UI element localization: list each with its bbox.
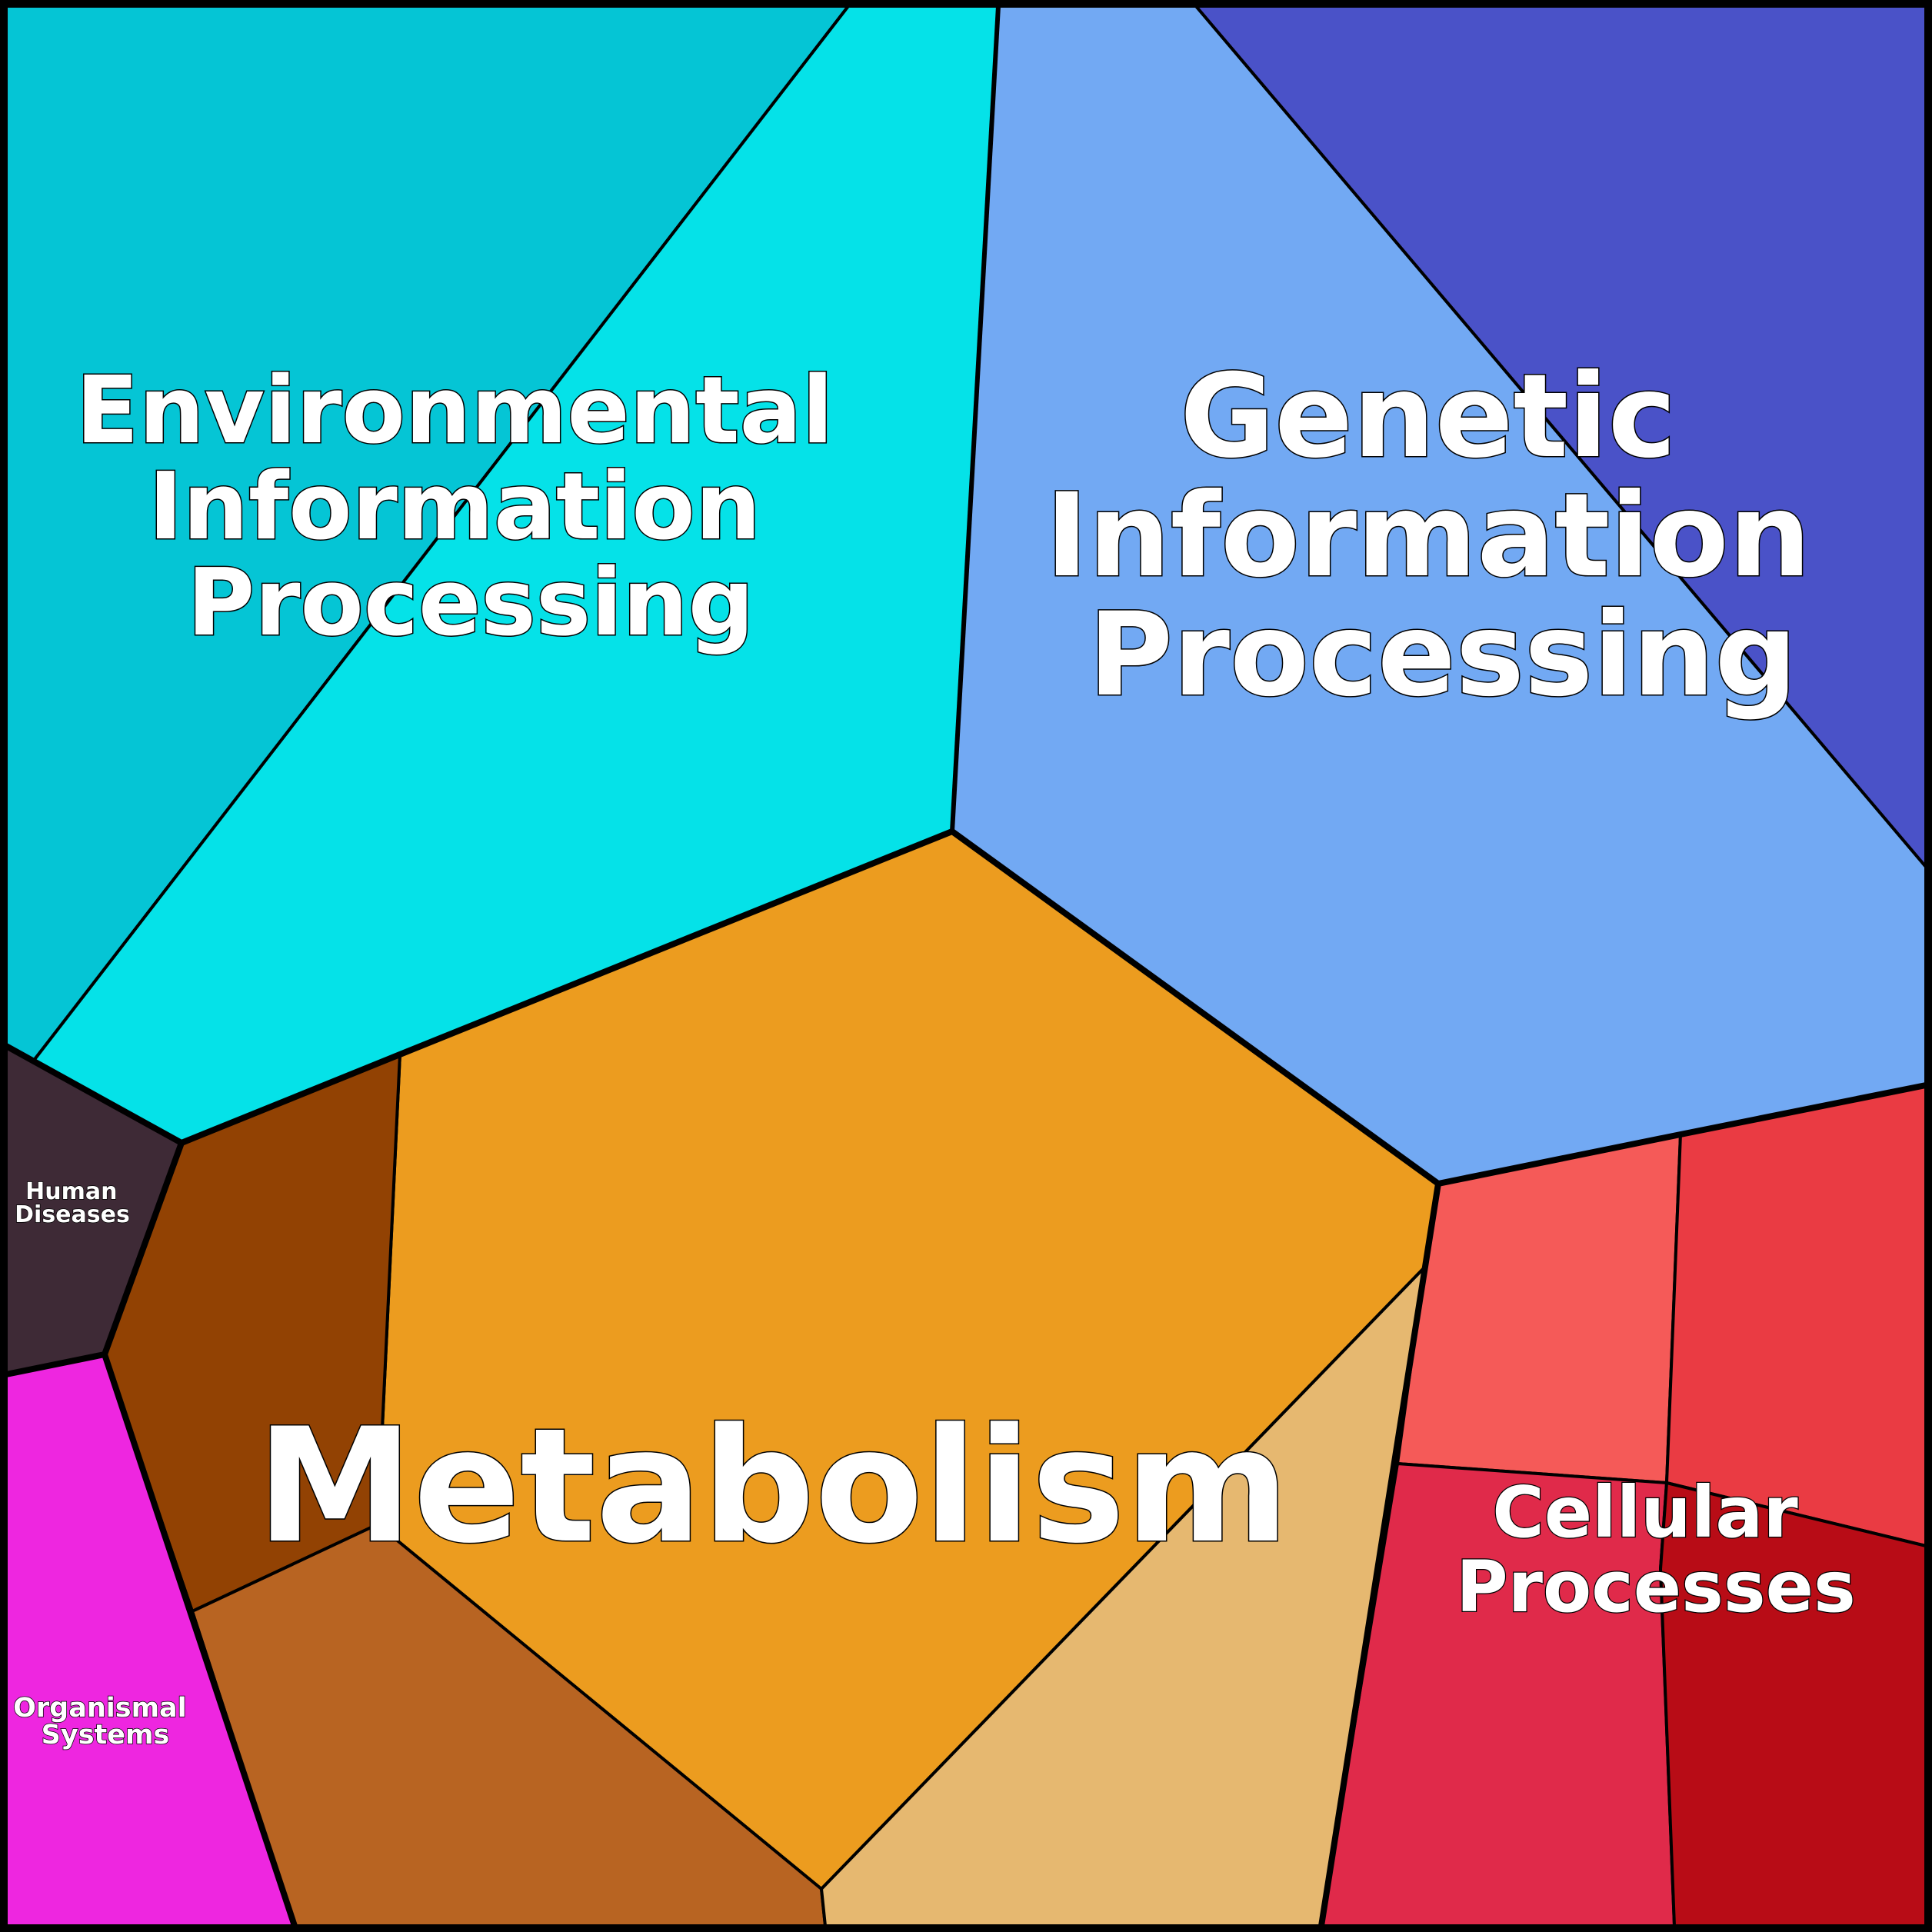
boundary-organismal (102, 1353, 298, 1927)
boundary-genetic-cellular (1437, 1082, 1927, 1187)
label-metabolism: Metabolism (256, 1395, 1289, 1578)
region-metabolism (102, 829, 1441, 1927)
label-human-diseases: Human Diseases (15, 1178, 130, 1228)
label-environmental-line-3: Processing (187, 550, 754, 657)
label-human-diseases-line-2: Diseases (15, 1201, 130, 1228)
label-cellular-line-2: Processes (1456, 1546, 1856, 1628)
label-genetic-line-1: Genetic (1180, 350, 1676, 484)
label-organismal-systems: Organismal Systems (13, 1693, 196, 1750)
label-metabolism-line-1: Metabolism (256, 1395, 1289, 1578)
label-environmental-line-2: Information (148, 454, 761, 561)
label-human-diseases-line-1: Human (25, 1178, 117, 1205)
label-organismal-line-1: Organismal (13, 1693, 187, 1724)
label-genetic-line-3: Processing (1088, 588, 1797, 722)
label-genetic-information-processing: Genetic Information Processing (1045, 350, 1851, 722)
label-environmental-information-processing: Environmental Information Processing (76, 358, 866, 657)
label-environmental-line-1: Environmental (76, 358, 834, 465)
label-genetic-line-2: Information (1045, 469, 1810, 603)
boundary-env-genetic (950, 5, 1001, 832)
label-organismal-line-2: Systems (42, 1720, 170, 1750)
label-cellular-line-1: Cellular (1492, 1471, 1798, 1554)
category-boundaries (5, 5, 1927, 1927)
label-cellular-processes: Cellular Processes (1456, 1471, 1856, 1628)
region-cellular-processes (1319, 1083, 1927, 1927)
boundary-human-diseases (5, 1043, 185, 1377)
